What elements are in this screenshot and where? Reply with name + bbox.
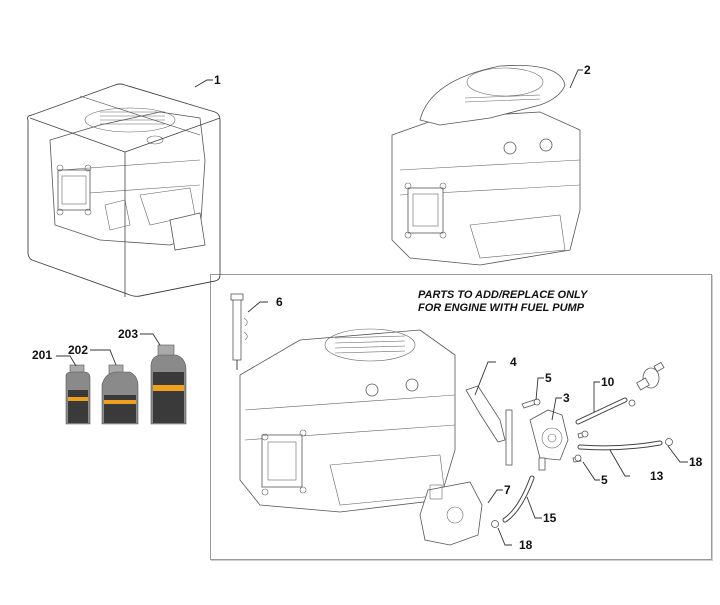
bracket-part[interactable]: [465, 385, 506, 443]
packaging-box: [27, 83, 221, 297]
callout-18-bottom[interactable]: 18: [519, 538, 533, 552]
callout-4[interactable]: 4: [510, 355, 517, 369]
callout-202[interactable]: 202: [68, 343, 89, 357]
fuel-pump-parts-frame: [210, 274, 712, 560]
oil-bottle-201[interactable]: [65, 364, 91, 425]
callout-203[interactable]: 203: [118, 327, 139, 341]
hose-clamp-part[interactable]: [491, 520, 499, 528]
callout-5-bottom[interactable]: 5: [601, 473, 608, 487]
screw-part[interactable]: [521, 398, 589, 463]
callout-13[interactable]: 13: [650, 469, 664, 483]
leader-lines: [56, 69, 688, 546]
callout-2[interactable]: 2: [584, 63, 591, 77]
bracket-plate: [505, 409, 513, 466]
callout-3[interactable]: 3: [563, 391, 570, 405]
fuel-pump-note: PARTS TO ADD/REPLACE ONLY FOR ENGINE WIT…: [418, 289, 587, 315]
carburetor-part[interactable]: [419, 481, 483, 546]
engine-1-body: [49, 107, 206, 251]
callout-1[interactable]: 1: [214, 73, 221, 87]
note-line-1: PARTS TO ADD/REPLACE ONLY: [418, 289, 588, 301]
engine-fuel-pump-version[interactable]: [239, 328, 456, 513]
engine-with-cover[interactable]: [391, 65, 581, 266]
callout-5-top[interactable]: 5: [545, 371, 552, 385]
callout-7[interactable]: 7: [504, 483, 511, 497]
callout-18-right[interactable]: 18: [689, 455, 703, 469]
callout-15[interactable]: 15: [543, 511, 557, 525]
hose-clamp-part[interactable]: [665, 438, 673, 446]
fuel-pump-part[interactable]: [529, 409, 569, 471]
callout-10[interactable]: 10: [601, 375, 615, 389]
oil-bottle-202[interactable]: [101, 364, 139, 425]
oil-bottle-203[interactable]: [150, 344, 187, 425]
fuel-filter-part[interactable]: [636, 361, 665, 391]
dipstick-tube-part[interactable]: [230, 293, 248, 370]
callout-201[interactable]: 201: [32, 348, 53, 362]
note-line-2: FOR ENGINE WITH FUEL PUMP: [418, 302, 585, 314]
engine-packaged[interactable]: [27, 83, 221, 297]
callout-6[interactable]: 6: [276, 295, 283, 309]
